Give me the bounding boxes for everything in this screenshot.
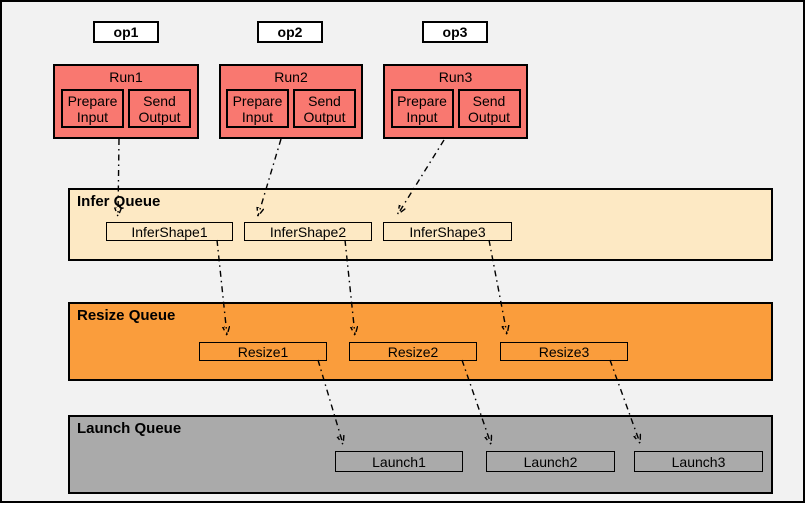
- infershape3-node: InferShape3: [383, 222, 512, 241]
- run2-node: Run2 Prepare Input Send Output: [219, 64, 363, 139]
- resize2-node: Resize2: [349, 342, 477, 361]
- op1-label-box: op1: [93, 21, 159, 43]
- resize-queue-title: Resize Queue: [77, 307, 176, 324]
- resize1-node: Resize1: [199, 342, 327, 361]
- run3-send-output-node: Send Output: [457, 89, 521, 128]
- op2-label-box: op2: [257, 21, 323, 43]
- infershape2-node: InferShape2: [244, 222, 372, 241]
- run1-title: Run1: [109, 69, 143, 85]
- run2-send-output-node: Send Output: [293, 89, 356, 128]
- launch-queue-title: Launch Queue: [77, 420, 182, 437]
- resize3-node: Resize3: [500, 342, 628, 361]
- launch-queue-container: Launch Queue Launch1 Launch2 Launch3: [68, 415, 773, 494]
- run3-node: Run3 Prepare Input Send Output: [383, 64, 528, 139]
- run1-node: Run1 Prepare Input Send Output: [53, 64, 199, 139]
- launch2-node: Launch2: [486, 451, 615, 472]
- run1-send-output-node: Send Output: [128, 89, 191, 128]
- run3-prepare-input-node: Prepare Input: [390, 89, 454, 128]
- launch3-node: Launch3: [634, 451, 763, 472]
- run3-title: Run3: [438, 69, 473, 85]
- launch1-node: Launch1: [335, 451, 463, 472]
- infer-queue-container: Infer Queue InferShape1 InferShape2 Infe…: [68, 188, 773, 261]
- run2-title: Run2: [274, 69, 308, 85]
- infershape1-node: InferShape1: [106, 222, 233, 241]
- infer-queue-title: Infer Queue: [77, 193, 161, 210]
- run2-prepare-input-node: Prepare Input: [226, 89, 289, 128]
- op1-label: op1: [113, 24, 139, 40]
- op2-label: op2: [277, 24, 303, 40]
- resize-queue-container: Resize Queue Resize1 Resize2 Resize3: [68, 302, 773, 381]
- run1-prepare-input-node: Prepare Input: [61, 89, 124, 128]
- op3-label: op3: [442, 24, 468, 40]
- op3-label-box: op3: [422, 21, 488, 43]
